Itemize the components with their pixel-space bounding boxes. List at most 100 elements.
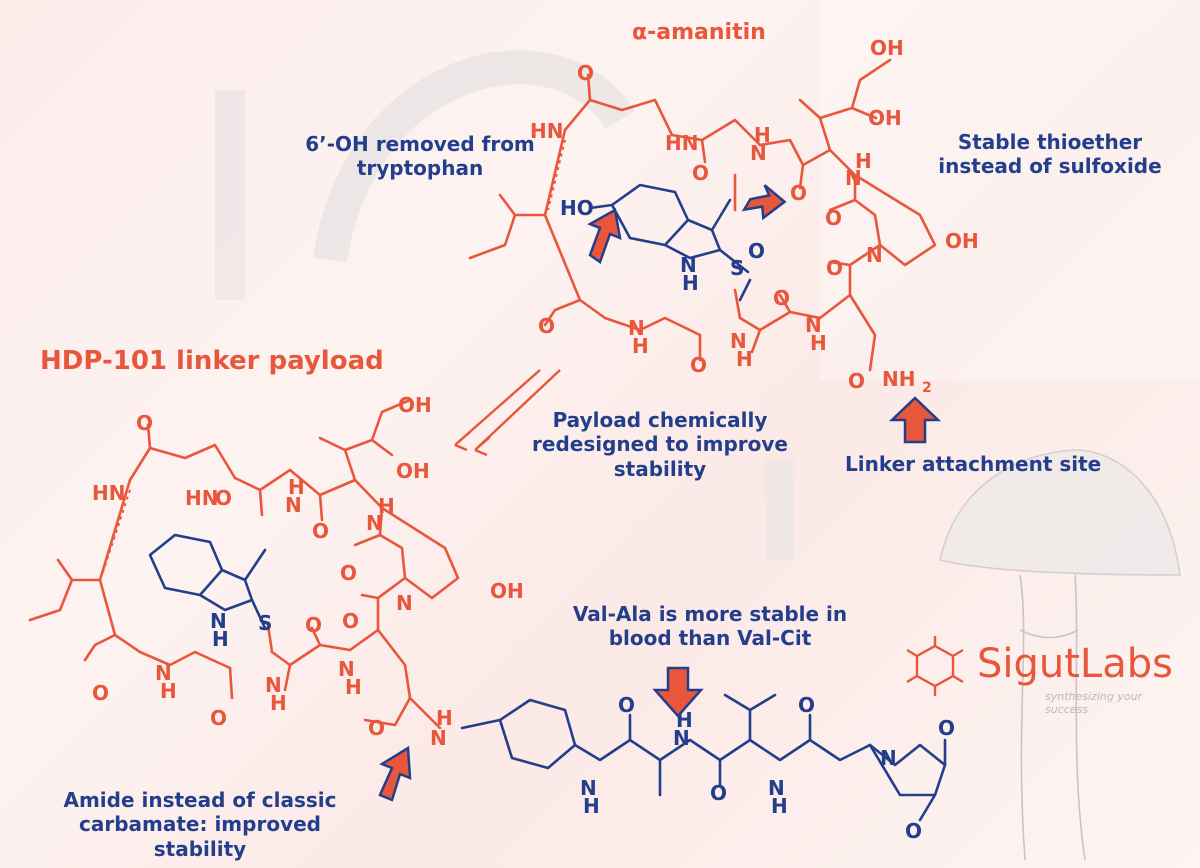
svg-text:O: O	[773, 286, 790, 310]
svg-text:OH: OH	[945, 229, 979, 253]
svg-text:H: H	[736, 347, 753, 371]
annotation-payload-redesign: Payload chemically redesigned to improve…	[520, 408, 800, 481]
svg-text:OH: OH	[396, 459, 430, 483]
svg-text:H: H	[810, 331, 827, 355]
svg-text:H: H	[771, 794, 788, 818]
svg-text:O: O	[690, 353, 707, 377]
svg-text:N: N	[628, 316, 645, 340]
svg-text:OH: OH	[868, 106, 902, 130]
svg-text:O: O	[618, 693, 635, 717]
svg-text:O: O	[368, 716, 385, 740]
svg-text:N: N	[265, 673, 282, 697]
svg-text:N: N	[338, 657, 355, 681]
svg-text:S: S	[258, 611, 272, 635]
modification-arrows-bottom	[378, 666, 704, 802]
svg-text:O: O	[305, 613, 322, 637]
annotation-line: Payload chemically	[552, 408, 768, 432]
svg-text:N: N	[430, 726, 447, 750]
svg-text:H: H	[754, 123, 771, 147]
svg-text:N: N	[768, 776, 785, 800]
annotation-line: Val-Ala is more stable in	[572, 602, 848, 626]
svg-text:O: O	[905, 819, 922, 843]
svg-text:H: H	[583, 794, 600, 818]
svg-text:O: O	[312, 519, 329, 543]
svg-text:O: O	[790, 181, 807, 205]
svg-text:2: 2	[922, 380, 932, 396]
svg-text:HO: HO	[560, 196, 594, 220]
svg-text:H: H	[288, 475, 305, 499]
svg-text:O: O	[136, 411, 153, 435]
svg-text:H: H	[212, 627, 229, 651]
svg-text:HN: HN	[92, 481, 125, 505]
svg-text:H: H	[436, 706, 453, 730]
svg-text:O: O	[848, 369, 865, 393]
annotation-line: tryptophan	[356, 156, 484, 181]
svg-text:H: H	[682, 271, 699, 295]
annotation-amide: Amide instead of classic carbamate: impr…	[40, 788, 360, 861]
svg-text:N: N	[155, 661, 172, 685]
svg-text:O: O	[92, 681, 109, 705]
svg-text:N: N	[680, 253, 697, 277]
svg-text:H: H	[378, 494, 395, 518]
svg-text:HN: HN	[665, 131, 698, 155]
annotation-linker-site: Linker attachment site	[845, 452, 1102, 476]
svg-text:H: H	[855, 149, 872, 173]
annotation-line: Amide instead of classic	[63, 788, 337, 812]
svg-text:O: O	[340, 561, 357, 585]
svg-text:H: H	[270, 691, 287, 715]
sigutlabs-logo: SigutLabs synthesizing your success	[895, 632, 1185, 716]
svg-text:O: O	[938, 716, 955, 740]
svg-text:OH: OH	[490, 579, 524, 603]
svg-text:O: O	[210, 706, 227, 730]
svg-text:O: O	[342, 609, 359, 633]
svg-text:O: O	[748, 239, 765, 263]
svg-text:O: O	[692, 161, 709, 185]
hdp101-title: HDP-101 linker payload	[40, 346, 384, 376]
svg-text:N: N	[366, 511, 383, 535]
annotation-line: 6’-OH removed from	[305, 132, 535, 156]
annotation-thioether: Stable thioether instead of sulfoxide	[925, 130, 1175, 179]
svg-text:H: H	[160, 679, 177, 703]
svg-text:N: N	[210, 609, 227, 633]
annotation-line: blood than Val-Cit	[608, 626, 812, 651]
svg-text:S: S	[730, 256, 744, 280]
svg-text:O: O	[826, 256, 843, 280]
hexagon-logo-icon	[906, 636, 964, 696]
svg-text:O: O	[577, 61, 594, 85]
svg-text:N: N	[845, 166, 862, 190]
svg-text:OH: OH	[398, 393, 432, 417]
annotation-line: Stable thioether	[957, 130, 1143, 154]
svg-text:HN: HN	[530, 119, 563, 143]
mushroom-sketch	[939, 449, 1181, 861]
svg-text:N: N	[866, 243, 883, 267]
svg-text:OH: OH	[870, 36, 904, 60]
annotation-line: instead of sulfoxide	[938, 154, 1162, 179]
annotation-line: redesigned to improve	[532, 432, 788, 457]
annotation-oh-removed: 6’-OH removed from tryptophan	[300, 132, 540, 181]
svg-text:N: N	[805, 313, 822, 337]
modification-arrows-top	[587, 184, 942, 444]
svg-text:N: N	[880, 746, 897, 770]
svg-text:N: N	[673, 726, 690, 750]
svg-text:O: O	[798, 693, 815, 717]
annotation-line: stability	[613, 456, 707, 481]
svg-text:N: N	[285, 493, 302, 517]
svg-text:H: H	[345, 675, 362, 699]
svg-text:N: N	[750, 141, 767, 165]
svg-text:O: O	[710, 781, 727, 805]
svg-text:N: N	[396, 591, 413, 615]
svg-text:N: N	[730, 329, 747, 353]
svg-text:O: O	[215, 486, 232, 510]
svg-text:N: N	[580, 776, 597, 800]
svg-text:H: H	[632, 334, 649, 358]
logo-name: SigutLabs	[977, 641, 1173, 687]
annotation-val-ala: Val-Ala is more stable in blood than Val…	[560, 602, 860, 651]
redesign-arrows	[454, 369, 561, 457]
svg-text:O: O	[825, 206, 842, 230]
svg-text:O: O	[538, 314, 555, 338]
svg-text:NH: NH	[882, 367, 915, 391]
svg-text:HN: HN	[185, 486, 218, 510]
alpha-amanitin-title: α-amanitin	[632, 20, 766, 45]
